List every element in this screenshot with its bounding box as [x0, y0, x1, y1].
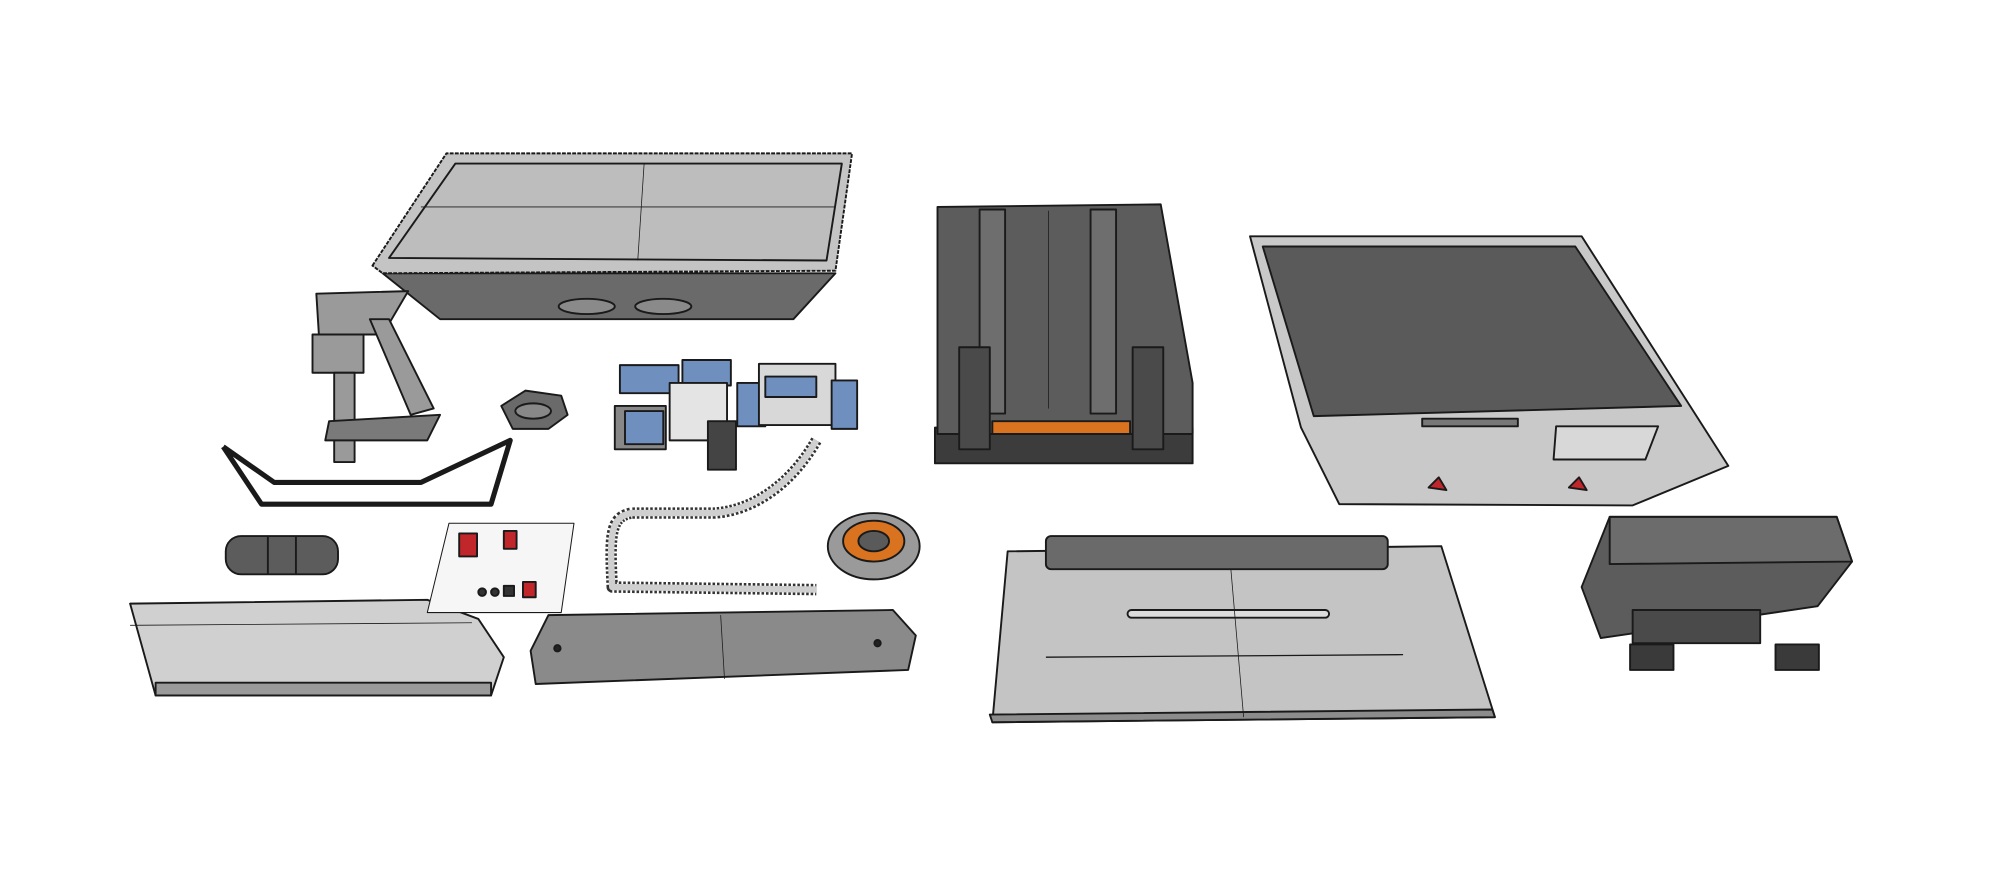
dark-storage-block	[933, 203, 1194, 465]
small-pill-module	[224, 535, 339, 576]
long-bench-left	[129, 598, 505, 697]
floor-plate-right	[1249, 235, 1730, 507]
floor-plate-bottom	[988, 535, 1496, 724]
control-console-screens	[613, 359, 859, 471]
cargo-box-right	[1580, 515, 1853, 671]
decal-card	[426, 522, 575, 614]
hazard-stripe	[991, 420, 1132, 435]
round-vent-ring	[826, 512, 921, 581]
long-bench-middle	[529, 609, 917, 685]
triangular-frame	[221, 437, 513, 507]
robot-arm-stand	[311, 290, 442, 464]
round-pad	[500, 389, 569, 430]
flex-hose	[605, 437, 822, 596]
table-top-panel	[371, 152, 853, 321]
